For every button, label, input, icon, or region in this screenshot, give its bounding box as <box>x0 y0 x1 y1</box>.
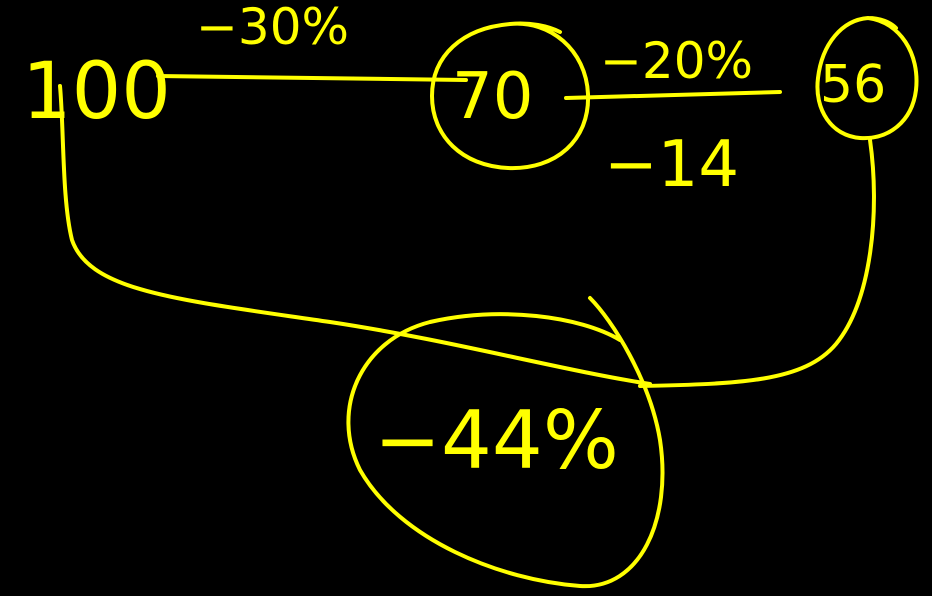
end-value-label: 56 <box>820 55 886 115</box>
circle-around-56 <box>815 16 919 141</box>
net-change-label: −44% <box>374 394 619 487</box>
second-change-label: −20% <box>600 32 753 90</box>
first-change-label: −30% <box>196 0 349 56</box>
curve-from-56 <box>638 138 876 388</box>
connector-70-to-56 <box>564 90 782 100</box>
middle-value-label: 70 <box>452 60 533 134</box>
circle-around-70 <box>430 21 591 171</box>
curve-from-100 <box>58 84 652 386</box>
connector-100-to-70 <box>156 74 468 82</box>
circle-around-net-change <box>346 296 665 589</box>
second-change-amount-label: −14 <box>604 128 739 202</box>
start-value-label: 100 <box>22 47 171 137</box>
